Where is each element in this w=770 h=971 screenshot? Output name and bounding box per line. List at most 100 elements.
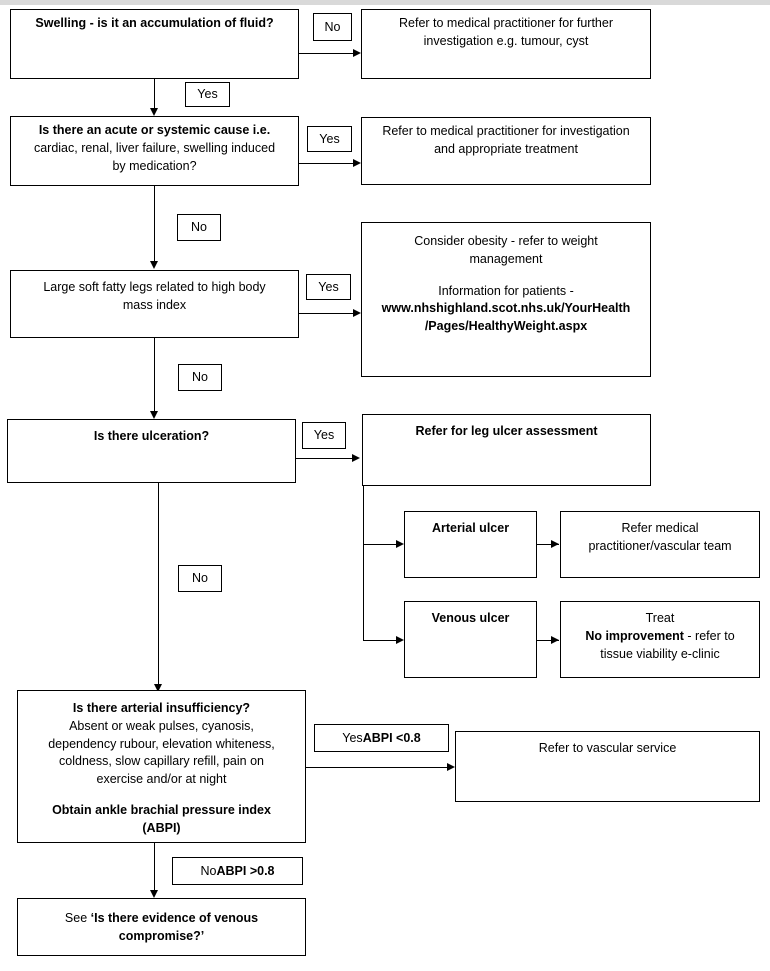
node-consider-obesity: Consider obesity - refer to weight manag… <box>361 222 651 377</box>
node-ulceration-question-title: Is there ulceration? <box>93 429 210 443</box>
edge-label-no-abpi-prefix: No <box>200 863 217 878</box>
edge-label-no-2: No <box>177 214 221 241</box>
node-refer-vascular-service: Refer to vascular service <box>455 731 760 802</box>
node-venous-ulcer: Venous ulcer <box>404 601 537 678</box>
arrowhead-q5-end <box>149 890 158 898</box>
edge-label-yes-4: Yes <box>302 422 346 449</box>
connector-q4-q5 <box>158 483 159 685</box>
edge-label-no-4-text: No <box>192 571 208 586</box>
node-ulceration-question: Is there ulceration? <box>7 419 296 483</box>
connector-a4-arterial <box>363 544 397 545</box>
arrowhead-q1-a1 <box>353 48 361 57</box>
arrowhead-q2-q3 <box>149 261 158 269</box>
node-arterial-insufficiency-line4: coldness, slow capillary refill, pain on <box>59 754 264 769</box>
node-fatty-legs-question-line2: mass index <box>122 297 187 312</box>
node-consider-obesity-url-line2: /Pages/HealthyWeight.aspx <box>424 319 588 333</box>
node-fatty-legs-question-line1: Large soft fatty legs related to high bo… <box>43 280 266 294</box>
node-consider-obesity-spacer <box>368 269 644 283</box>
node-acute-systemic-question: Is there an acute or systemic cause i.e.… <box>10 116 299 186</box>
node-swelling-question: Swelling - is it an accumulation of flui… <box>10 9 299 79</box>
node-arterial-insufficiency-line6: Obtain ankle brachial pressure index <box>52 802 271 817</box>
edge-label-yes-1-text: Yes <box>197 87 218 102</box>
node-see-venous-compromise-line1: See ‘Is there evidence of venous <box>24 910 299 928</box>
edge-label-yes-3-text: Yes <box>318 279 339 294</box>
edge-label-yes-4-text: Yes <box>313 428 335 443</box>
node-refer-further-investigation-line2: investigation e.g. tumour, cyst <box>423 33 589 48</box>
arrowhead-q2-a2 <box>353 158 361 167</box>
arrowhead-arterial-refer <box>551 539 559 548</box>
edge-label-yes-2: Yes <box>307 126 352 152</box>
connector-q5-end <box>154 843 155 891</box>
arrowhead-q3-q4 <box>149 411 158 419</box>
node-acute-systemic-question-line3: by medication? <box>112 158 197 173</box>
edge-label-no-1: No <box>313 13 352 41</box>
node-acute-systemic-question-line2: cardiac, renal, liver failure, swelling … <box>33 140 276 155</box>
node-treat-no-improvement-strong: No improvement <box>585 628 684 643</box>
connector-q5-a5 <box>306 767 448 768</box>
node-arterial-insufficiency-line2: Absent or weak pulses, cyanosis, <box>69 718 254 733</box>
node-arterial-insufficiency-line7: (ABPI) <box>142 820 181 835</box>
node-refer-further-investigation: Refer to medical practitioner for furthe… <box>361 9 651 79</box>
connector-q2-a2 <box>299 163 354 164</box>
edge-label-yes-3: Yes <box>306 274 351 300</box>
connector-arterial-refer <box>537 544 559 545</box>
node-arterial-ulcer: Arterial ulcer <box>404 511 537 578</box>
node-refer-further-investigation-line1: Refer to medical practitioner for furthe… <box>399 16 613 30</box>
arrowhead-q5-a5 <box>447 762 455 771</box>
node-consider-obesity-line2: management <box>469 251 543 266</box>
edge-label-no-abpi-value: ABPI >0.8 <box>216 863 275 878</box>
connector-a4-venous <box>363 640 397 641</box>
node-swelling-question-title: Swelling - is it an accumulation of flui… <box>35 16 274 30</box>
connector-a4-branch-trunk <box>363 486 364 641</box>
edge-label-no-1-text: No <box>324 19 341 34</box>
node-refer-medical-vascular-team: Refer medical practitioner/vascular team <box>560 511 760 578</box>
node-consider-obesity-line1: Consider obesity - refer to weight <box>414 234 598 248</box>
edge-label-no-2-text: No <box>191 220 207 235</box>
arrowhead-q3-a3 <box>353 308 361 317</box>
connector-q3-a3 <box>299 313 354 314</box>
connector-q1-q2 <box>154 79 155 109</box>
edge-label-no-abpi: No ABPI >0.8 <box>172 857 303 885</box>
node-acute-systemic-question-title: Is there an acute or systemic cause i.e. <box>38 123 271 137</box>
connector-q1-a1 <box>299 53 354 54</box>
node-see-venous-compromise-prefix: See <box>64 911 91 925</box>
node-refer-vascular-service-title: Refer to vascular service <box>538 741 677 755</box>
arrowhead-q1-q2 <box>149 108 158 116</box>
edge-label-yes-abpi-value: ABPI <0.8 <box>362 730 421 745</box>
node-refer-investigation-treatment-line1: Refer to medical practitioner for invest… <box>382 124 630 138</box>
node-refer-leg-ulcer-assessment-title: Refer for leg ulcer assessment <box>415 424 598 438</box>
connector-venous-treat <box>537 640 559 641</box>
node-arterial-ulcer-title: Arterial ulcer <box>431 521 510 535</box>
node-refer-medical-vascular-team-line1: Refer medical <box>621 521 699 535</box>
node-treat-no-improvement-line1: Treat <box>645 611 675 625</box>
node-treat-no-improvement: Treat No improvement - refer to tissue v… <box>560 601 760 678</box>
connector-q4-a4 <box>296 458 353 459</box>
edge-label-yes-1: Yes <box>185 82 230 107</box>
node-treat-no-improvement-rest: - refer to <box>683 628 735 643</box>
node-consider-obesity-line3: Information for patients - <box>438 283 574 298</box>
node-treat-no-improvement-line3: tissue viability e-clinic <box>600 646 720 661</box>
arrowhead-q4-q5 <box>153 684 162 692</box>
node-see-venous-compromise-quoted: ‘Is there evidence of venous <box>90 911 259 925</box>
node-arterial-insufficiency-spacer <box>24 789 299 802</box>
edge-label-yes-abpi: Yes ABPI <0.8 <box>314 724 449 752</box>
node-arterial-insufficiency-question: Is there arterial insufficiency? Absent … <box>17 690 306 843</box>
node-fatty-legs-question: Large soft fatty legs related to high bo… <box>10 270 299 338</box>
edge-label-no-3: No <box>178 364 222 391</box>
arrowhead-venous-treat <box>551 635 559 644</box>
arrowhead-a4-venous <box>396 635 404 644</box>
node-venous-ulcer-title: Venous ulcer <box>431 611 510 625</box>
node-refer-leg-ulcer-assessment: Refer for leg ulcer assessment <box>362 414 651 486</box>
edge-label-yes-2-text: Yes <box>319 131 340 146</box>
node-refer-investigation-treatment: Refer to medical practitioner for invest… <box>361 117 651 185</box>
node-arterial-insufficiency-line3: dependency rubour, elevation whiteness, <box>48 736 275 751</box>
node-consider-obesity-url-line1: www.nhshighland.scot.nhs.uk/YourHealth <box>381 301 631 316</box>
edge-label-no-3-text: No <box>192 370 208 385</box>
node-refer-medical-vascular-team-line2: practitioner/vascular team <box>588 538 732 553</box>
node-arterial-insufficiency-line5: exercise and/or at night <box>96 772 227 786</box>
node-see-venous-compromise-line2: compromise?’ <box>118 928 205 943</box>
page-top-strip <box>0 0 770 5</box>
connector-q3-q4 <box>154 338 155 412</box>
arrowhead-a4-arterial <box>396 539 404 548</box>
